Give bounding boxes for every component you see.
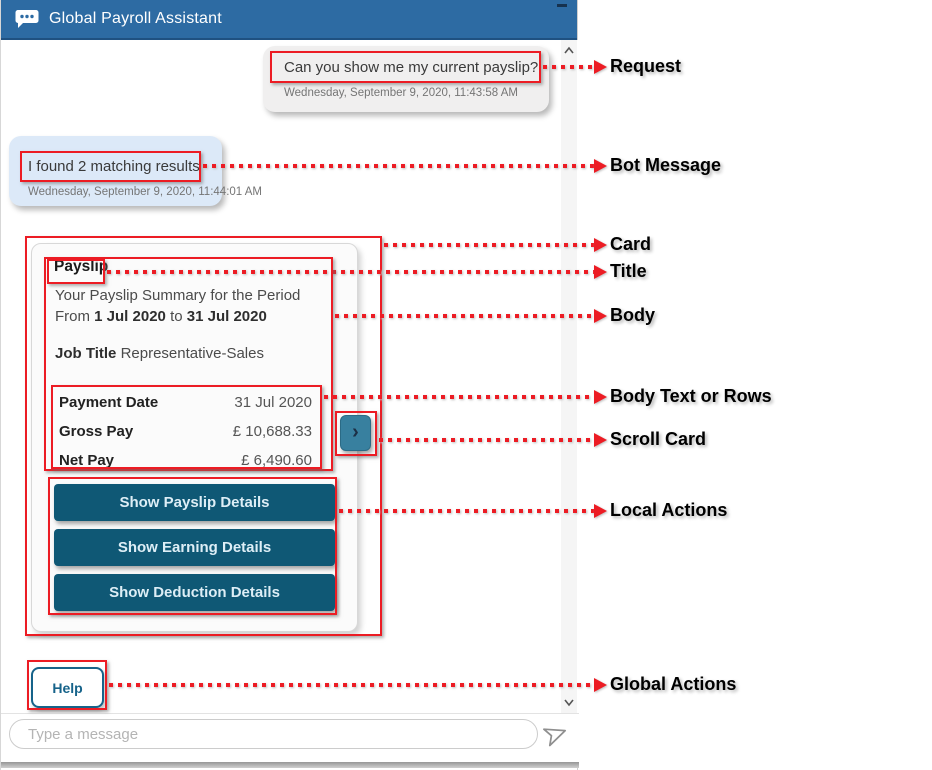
job-title-label: Job Title	[55, 345, 117, 362]
card-body-summary: Your Payslip Summary for the Period	[55, 287, 301, 304]
row-value: 31 Jul 2020	[234, 394, 312, 411]
annotation-label-scroll-card: Scroll Card	[610, 429, 707, 449]
annotation-line-request	[543, 65, 595, 69]
annotation-label-local-actions: Local Actions	[610, 500, 728, 520]
annotation-label-body-rows: Body Text or Rows	[610, 386, 772, 406]
scrollbar[interactable]	[561, 40, 577, 713]
annotation-arrow-request	[594, 60, 607, 74]
annotation-arrow-body-rows	[594, 390, 607, 404]
annotation-arrow-local-actions	[594, 504, 607, 518]
annotation-label-request: Request	[610, 56, 682, 76]
composer-divider	[1, 713, 579, 714]
bot-message-bubble	[9, 136, 222, 206]
annotation-box-global-actions	[27, 660, 107, 710]
card-rows: Payment Date 31 Jul 2020 Gross Pay £ 10,…	[59, 388, 312, 475]
scroll-down-icon[interactable]	[563, 696, 575, 708]
annotation-label-bot-message: Bot Message	[610, 155, 722, 175]
annotation-label-title: Title	[610, 261, 647, 281]
annotation-line-scroll-card	[379, 438, 594, 442]
row-label: Payment Date	[59, 394, 159, 411]
annotation-label-card: Card	[610, 234, 652, 254]
header-title: Global Payroll Assistant	[49, 10, 222, 27]
card-row: Gross Pay £ 10,688.33	[59, 417, 312, 446]
chat-bubble-icon	[15, 10, 39, 28]
scroll-card-button[interactable]: ›	[340, 415, 371, 451]
card-body-jobtitle: Job Title Representative-Sales	[55, 345, 264, 362]
annotation-box-card	[25, 236, 382, 636]
row-label: Net Pay	[59, 452, 115, 469]
composer	[1, 714, 579, 762]
annotation-box-bot-message	[20, 151, 201, 182]
job-title-value: Representative-Sales	[120, 345, 264, 362]
annotation-line-card	[384, 243, 594, 247]
annotation-line-title	[107, 270, 594, 274]
row-value: £ 6,490.60	[241, 452, 312, 469]
annotation-arrow-global-actions	[594, 678, 607, 692]
bot-message-text: I found 2 matching results	[28, 158, 200, 175]
card-row: Net Pay £ 6,490.60	[59, 446, 312, 475]
annotation-arrow-scroll-card	[594, 433, 607, 447]
annotation-label-body: Body	[610, 305, 655, 325]
annotation-line-body-rows	[324, 395, 594, 399]
annotation-line-body	[335, 314, 594, 318]
bot-message-timestamp: Wednesday, September 9, 2020, 11:44:01 A…	[28, 186, 262, 198]
row-label: Gross Pay	[59, 423, 134, 440]
minimize-button[interactable]	[557, 4, 567, 7]
period-to-label: to	[170, 308, 183, 325]
annotation-arrow-bot-message	[594, 159, 607, 173]
annotation-box-body-rows	[51, 385, 322, 469]
user-message-text: Can you show me my current payslip?	[284, 59, 539, 76]
annotation-line-bot-message	[203, 164, 594, 168]
user-message-bubble	[263, 46, 549, 112]
annotation-arrow-card	[594, 238, 607, 252]
scroll-up-icon[interactable]	[563, 45, 575, 57]
annotation-box-local-actions	[48, 477, 337, 615]
annotation-arrow-title	[594, 265, 607, 279]
annotation-label-global-actions: Global Actions	[610, 674, 737, 694]
local-action-show-earning-details[interactable]: Show Earning Details	[54, 529, 335, 566]
user-message-timestamp: Wednesday, September 9, 2020, 11:43:58 A…	[284, 87, 518, 99]
message-input[interactable]	[9, 719, 538, 749]
chat-window: Global Payroll Assistant Can you show me…	[0, 0, 579, 770]
annotation-box-body	[44, 257, 333, 471]
local-action-show-payslip-details[interactable]: Show Payslip Details	[54, 484, 335, 521]
annotation-line-local-actions	[339, 509, 594, 513]
send-icon[interactable]	[543, 721, 569, 747]
annotation-box-scroll-card	[335, 411, 377, 456]
period-start-date: 1 Jul 2020	[94, 308, 166, 325]
card-row: Payment Date 31 Jul 2020	[59, 388, 312, 417]
annotation-line-global-actions	[109, 683, 594, 687]
card-body-period: From 1 Jul 2020 to 31 Jul 2020	[55, 308, 267, 325]
annotation-box-request	[270, 51, 541, 83]
window-bottom-shadow	[1, 762, 579, 768]
period-end-date: 31 Jul 2020	[186, 308, 267, 325]
row-value: £ 10,688.33	[232, 423, 312, 440]
help-button[interactable]: Help	[31, 667, 104, 708]
local-action-show-deduction-details[interactable]: Show Deduction Details	[54, 574, 335, 611]
card-title: Payslip	[54, 258, 109, 275]
chevron-right-icon: ›	[352, 420, 359, 443]
period-from-label: From	[55, 308, 90, 325]
annotation-box-title	[47, 259, 105, 284]
payslip-card: Payslip Your Payslip Summary for the Per…	[31, 243, 358, 632]
annotation-arrow-body	[594, 309, 607, 323]
chat-header: Global Payroll Assistant	[1, 0, 577, 40]
